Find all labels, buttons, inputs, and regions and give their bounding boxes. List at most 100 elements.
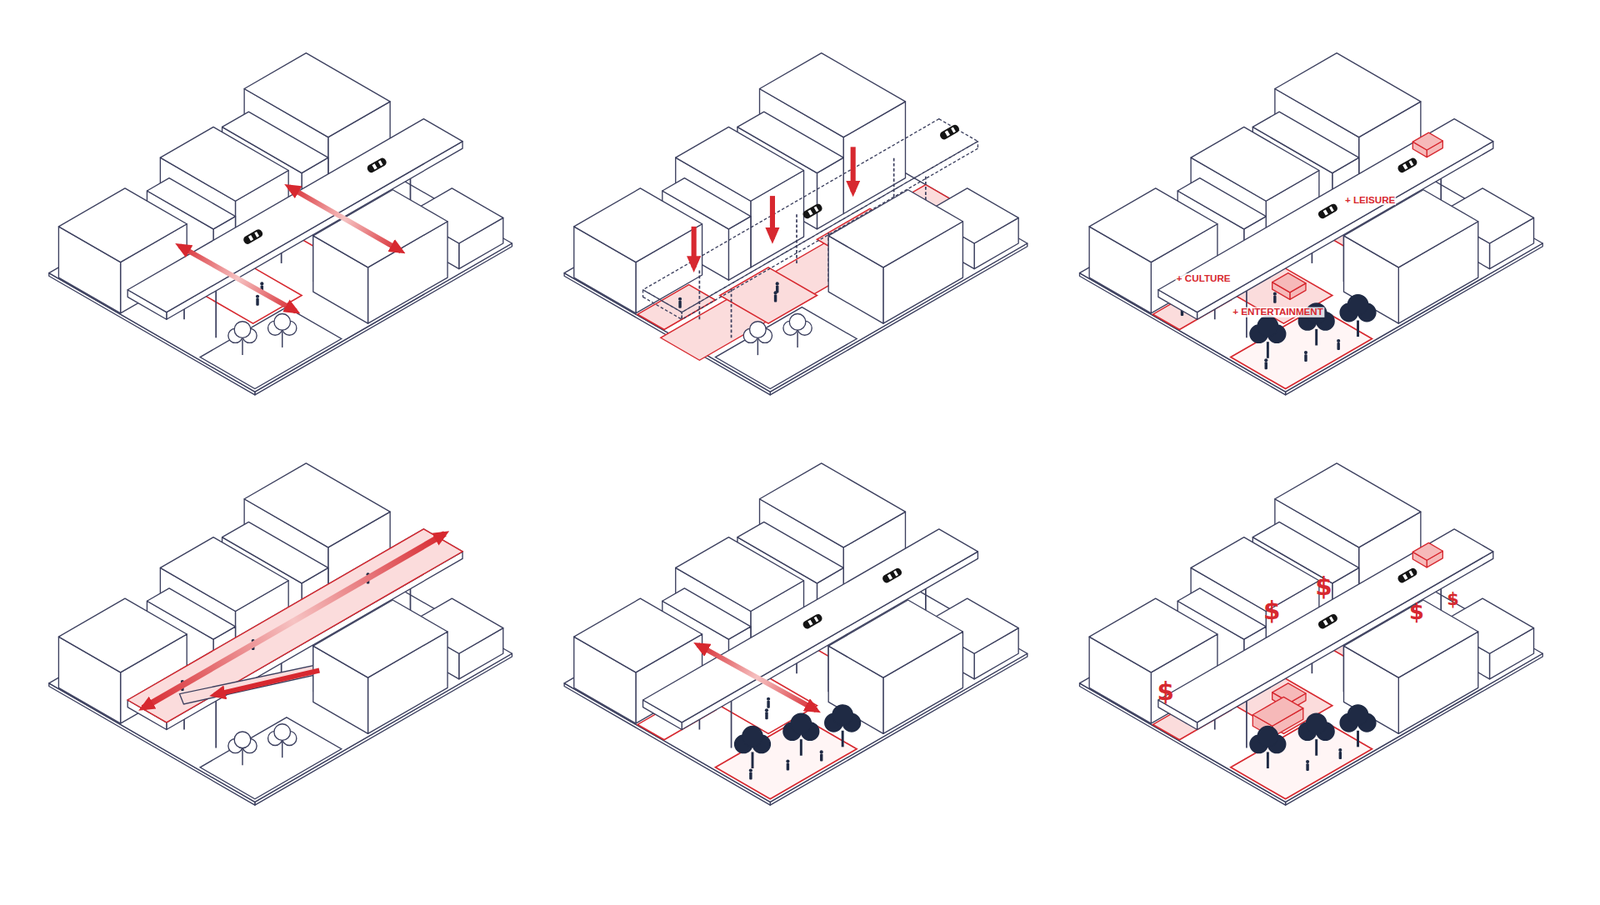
tree-crown bbox=[1305, 713, 1326, 734]
building-block bbox=[1089, 598, 1218, 673]
car-window bbox=[1329, 205, 1335, 212]
red-arrow bbox=[214, 670, 320, 695]
tree-crown bbox=[1347, 705, 1368, 725]
tree-crown bbox=[790, 713, 811, 734]
person-figure bbox=[1305, 763, 1309, 771]
building-block bbox=[1089, 188, 1218, 263]
person-figure bbox=[820, 754, 823, 762]
car-body bbox=[1396, 566, 1419, 585]
highway-pillar bbox=[699, 268, 701, 320]
tree-crown bbox=[274, 724, 291, 741]
tree-crown bbox=[742, 726, 763, 747]
person-figure bbox=[1304, 354, 1307, 362]
person-figure bbox=[773, 290, 777, 295]
car-window bbox=[1409, 570, 1415, 577]
car-window bbox=[1323, 209, 1329, 215]
ground-plate bbox=[564, 535, 1028, 803]
person-figure bbox=[260, 281, 264, 285]
arrow-layer bbox=[142, 146, 853, 710]
person-figure bbox=[785, 759, 790, 763]
red-arrow bbox=[289, 186, 402, 251]
highway-pillar bbox=[730, 286, 733, 338]
person-figure bbox=[766, 700, 770, 709]
car-icon bbox=[1396, 156, 1419, 175]
tree-crown bbox=[750, 321, 767, 339]
tree-trunk bbox=[800, 739, 803, 756]
person-figure bbox=[255, 295, 260, 299]
building-block bbox=[828, 600, 963, 678]
tree-crown bbox=[1347, 295, 1368, 315]
red-arrow bbox=[850, 146, 856, 192]
tree-trunk bbox=[1266, 751, 1270, 769]
dollar-sign: $ bbox=[1409, 600, 1425, 625]
person-figure bbox=[1273, 295, 1276, 304]
car-icon bbox=[801, 612, 824, 630]
car-window bbox=[893, 570, 899, 577]
building-block bbox=[313, 190, 448, 268]
car-window bbox=[887, 574, 893, 580]
park-area bbox=[200, 307, 342, 390]
tree-trunk bbox=[281, 330, 283, 348]
highway-pillar bbox=[215, 696, 217, 748]
person-figure bbox=[1305, 760, 1310, 764]
car-icon bbox=[801, 202, 824, 220]
tree-trunk bbox=[757, 339, 759, 356]
dollar-sign: $ bbox=[1446, 590, 1460, 610]
panel-illustration bbox=[564, 53, 1028, 395]
tree-crown bbox=[832, 705, 853, 725]
car-window bbox=[248, 235, 254, 241]
person-figure bbox=[775, 281, 780, 285]
tree-trunk bbox=[1266, 341, 1270, 359]
ground-plate bbox=[1080, 535, 1544, 803]
highway-pillar bbox=[215, 286, 217, 338]
highway-deck bbox=[643, 290, 683, 320]
panel-illustration bbox=[1080, 463, 1544, 805]
highway-pillar bbox=[795, 212, 798, 264]
tree-crown bbox=[274, 314, 291, 331]
pavilion-box bbox=[1412, 132, 1443, 150]
panel-illustration bbox=[49, 463, 513, 805]
person-figure bbox=[1264, 358, 1268, 362]
person-figure bbox=[765, 708, 769, 712]
building-block bbox=[828, 190, 963, 268]
ground-plate bbox=[1080, 124, 1544, 392]
car-window bbox=[814, 616, 820, 623]
program-label: + ENTERTAINMENT bbox=[1231, 307, 1325, 319]
tree-trunk bbox=[1356, 730, 1360, 748]
program-label: + LEISURE bbox=[1344, 195, 1397, 206]
person-figure bbox=[1336, 342, 1340, 350]
tree-trunk bbox=[1356, 320, 1360, 337]
red-arrow bbox=[180, 245, 297, 311]
tree-trunk bbox=[751, 751, 755, 769]
tree-trunk bbox=[241, 749, 243, 766]
tree-crown bbox=[1257, 726, 1278, 747]
dollar-sign: $ bbox=[1315, 573, 1332, 600]
dollar-sign: $ bbox=[1157, 678, 1175, 705]
tree-trunk bbox=[796, 330, 798, 348]
building-block bbox=[574, 188, 703, 263]
red-arrow bbox=[142, 533, 445, 708]
person-figure bbox=[765, 711, 768, 720]
program-label: + CULTURE bbox=[1175, 273, 1232, 285]
car-window bbox=[1402, 163, 1408, 170]
tree-crown bbox=[234, 731, 251, 749]
car-window bbox=[807, 209, 813, 215]
pavilion-box bbox=[1252, 696, 1303, 726]
highway-pillar bbox=[1245, 696, 1248, 748]
car-window bbox=[814, 205, 820, 212]
red-arrow bbox=[698, 645, 817, 710]
tree-trunk bbox=[281, 741, 283, 759]
car-icon bbox=[365, 156, 388, 175]
building-block bbox=[58, 598, 187, 673]
car-window bbox=[378, 160, 384, 166]
car-body bbox=[801, 202, 824, 220]
tree-trunk bbox=[841, 730, 845, 748]
car-body bbox=[1396, 156, 1419, 175]
highway-pillar bbox=[730, 696, 733, 748]
person-figure bbox=[820, 750, 824, 754]
car-window bbox=[371, 163, 377, 170]
panel-illustration bbox=[564, 463, 1028, 805]
person-figure bbox=[1273, 292, 1277, 296]
car-window bbox=[807, 620, 813, 626]
car-window bbox=[1323, 620, 1329, 626]
